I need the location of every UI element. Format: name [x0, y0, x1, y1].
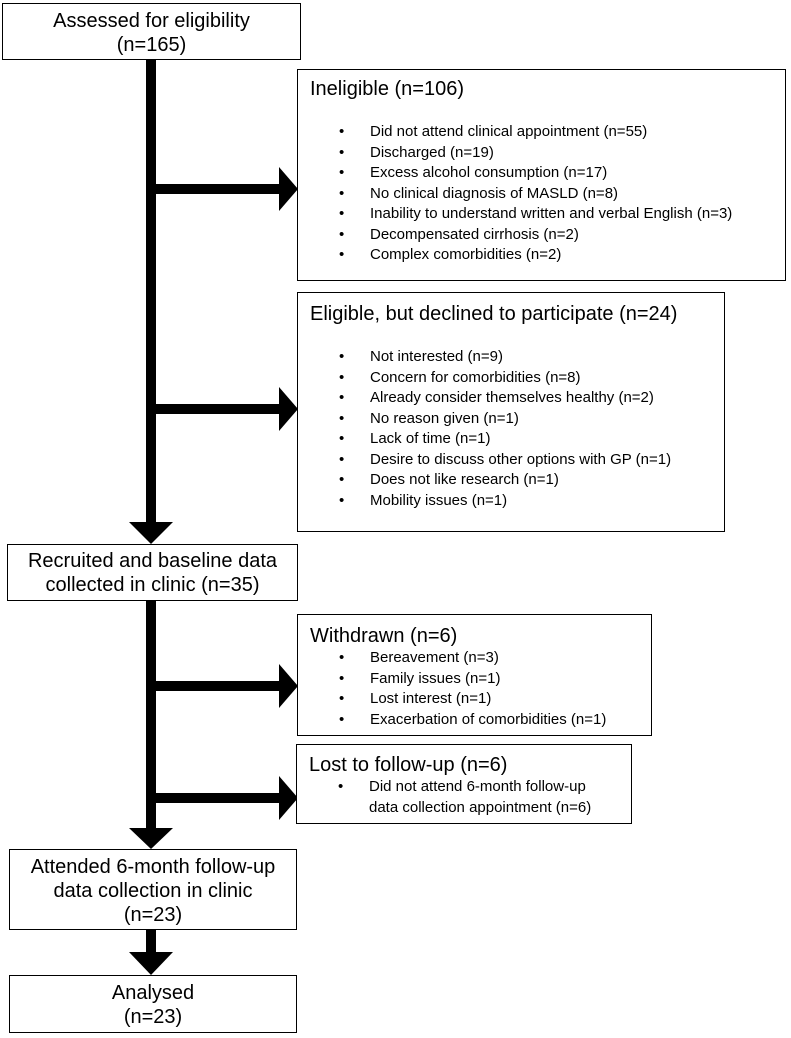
list-item: •Not interested (n=9)	[298, 347, 724, 368]
bullet-icon: •	[339, 669, 345, 687]
recruited-line2: collected in clinic (n=35)	[45, 574, 260, 596]
recruited-line1: Recruited and baseline data	[27, 550, 278, 572]
list-item: •No reason given (n=1)	[298, 409, 724, 430]
list-item: •Complex comorbidities (n=2)	[298, 245, 785, 266]
withdrawn-list: •Bereavement (n=3) •Family issues (n=1) …	[298, 648, 651, 730]
branch-withdrawn	[151, 681, 281, 691]
box-assessed: Assessed for eligibility (n=165)	[2, 3, 301, 60]
bullet-icon: •	[339, 164, 345, 181]
attended-line1: Attended 6-month follow-up	[30, 856, 276, 878]
arrowhead-to-lost	[279, 776, 298, 820]
branch-lost	[151, 793, 281, 803]
assessed-line2: (n=165)	[116, 34, 187, 56]
branch-ineligible	[151, 184, 281, 194]
declined-heading: Eligible, but declined to participate (n…	[310, 303, 678, 325]
ineligible-list: •Did not attend clinical appointment (n=…	[298, 122, 785, 266]
box-withdrawn: Withdrawn (n=6) •Bereavement (n=3) •Fami…	[297, 614, 652, 736]
bullet-icon: •	[339, 389, 345, 406]
list-item: •Lost interest (n=1)	[298, 689, 651, 710]
box-lost-to-follow-up: Lost to follow-up (n=6) •Did not attend …	[296, 744, 632, 824]
box-analysed: Analysed (n=23)	[9, 975, 297, 1033]
bullet-icon: •	[339, 649, 345, 666]
list-item: •No clinical diagnosis of MASLD (n=8)	[298, 184, 785, 205]
arrowhead-to-attended	[129, 828, 173, 849]
lost-heading: Lost to follow-up (n=6)	[309, 754, 508, 776]
bullet-icon: •	[338, 778, 344, 795]
list-item-continuation: data collection appointment (n=6)	[369, 798, 592, 816]
list-item: •Excess alcohol consumption (n=17)	[298, 163, 785, 184]
attended-line2: data collection in clinic	[53, 880, 253, 902]
list-item: •Did not attend clinical appointment (n=…	[298, 122, 785, 143]
list-item: •Did not attend 6-month follow-up	[297, 777, 631, 798]
box-attended: Attended 6-month follow-up data collecti…	[9, 849, 297, 930]
list-item: •Bereavement (n=3)	[298, 648, 651, 669]
bullet-icon: •	[339, 348, 345, 365]
list-item: •Inability to understand written and ver…	[298, 204, 785, 225]
branch-declined	[151, 404, 281, 414]
bullet-icon: •	[339, 450, 345, 468]
arrowhead-to-declined	[279, 387, 298, 431]
bullet-icon: •	[339, 430, 345, 447]
bullet-icon: •	[339, 409, 345, 427]
arrowhead-to-analysed	[129, 952, 173, 975]
bullet-icon: •	[339, 205, 345, 222]
list-item: •Decompensated cirrhosis (n=2)	[298, 225, 785, 246]
ineligible-heading: Ineligible (n=106)	[310, 78, 464, 100]
analysed-line1: Analysed	[111, 982, 195, 1004]
bullet-icon: •	[339, 184, 345, 202]
list-item: •Mobility issues (n=1)	[298, 491, 724, 512]
bullet-icon: •	[339, 225, 345, 243]
arrowhead-to-recruited	[129, 522, 173, 544]
attended-line3: (n=23)	[123, 904, 183, 926]
list-item: •Concern for comorbidities (n=8)	[298, 368, 724, 389]
list-item: •Lack of time (n=1)	[298, 429, 724, 450]
lost-list: •Did not attend 6-month follow-up data c…	[297, 777, 631, 818]
bullet-icon: •	[339, 368, 345, 386]
list-item: •Already consider themselves healthy (n=…	[298, 388, 724, 409]
bullet-icon: •	[339, 471, 345, 488]
bullet-icon: •	[339, 143, 345, 161]
bullet-icon: •	[339, 690, 345, 707]
main-shaft-3	[146, 930, 156, 955]
list-item: •Does not like research (n=1)	[298, 470, 724, 491]
declined-list: •Not interested (n=9) •Concern for comor…	[298, 347, 724, 511]
bullet-icon: •	[339, 123, 345, 140]
list-item: •Discharged (n=19)	[298, 143, 785, 164]
box-recruited: Recruited and baseline data collected in…	[7, 544, 298, 601]
box-declined: Eligible, but declined to participate (n…	[297, 292, 725, 532]
arrowhead-to-ineligible	[279, 167, 298, 211]
main-shaft-1	[146, 60, 156, 525]
list-item: •Desire to discuss other options with GP…	[298, 450, 724, 471]
bullet-icon: •	[339, 246, 345, 263]
arrowhead-to-withdrawn	[279, 664, 298, 708]
main-shaft-2	[146, 601, 156, 830]
bullet-icon: •	[339, 491, 345, 509]
list-item: •Family issues (n=1)	[298, 669, 651, 690]
analysed-line2: (n=23)	[123, 1006, 183, 1028]
withdrawn-heading: Withdrawn (n=6)	[310, 625, 458, 647]
box-ineligible: Ineligible (n=106) •Did not attend clini…	[297, 69, 786, 281]
list-item: •Exacerbation of comorbidities (n=1)	[298, 710, 651, 731]
bullet-icon: •	[339, 710, 345, 728]
assessed-line1: Assessed for eligibility	[53, 10, 250, 32]
